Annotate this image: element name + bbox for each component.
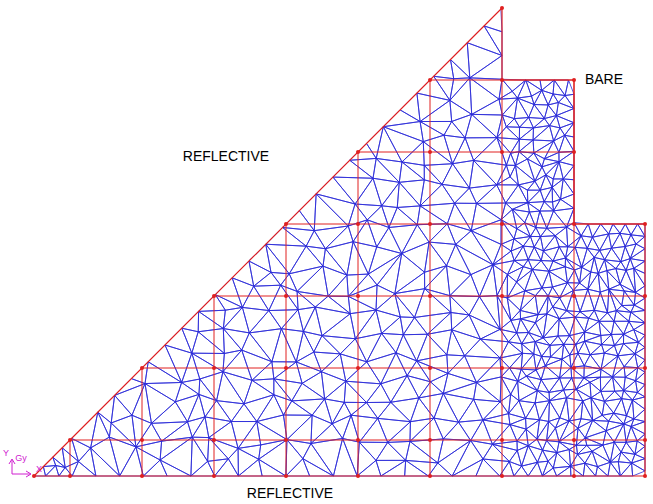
grid-node	[428, 294, 432, 298]
grid-line	[70, 440, 71, 476]
grid-node	[284, 366, 288, 370]
grid-node	[140, 366, 144, 370]
boundary-label: REFLECTIVE	[183, 149, 269, 163]
grid-node	[572, 294, 576, 298]
grid-line	[214, 296, 215, 476]
grid-node	[284, 222, 288, 226]
grid-node	[500, 222, 504, 226]
grid-node	[572, 222, 576, 226]
grid-node	[428, 366, 432, 370]
grid-node	[500, 294, 504, 298]
coarse-grid	[70, 80, 645, 476]
grid-node	[356, 474, 360, 478]
grid-node	[140, 474, 144, 478]
grid-line	[142, 368, 645, 369]
grid-node	[356, 222, 360, 226]
grid-line	[358, 152, 574, 153]
grid-node	[500, 6, 504, 10]
grid-line	[142, 368, 143, 476]
grid-nodes	[32, 6, 647, 478]
grid-node	[356, 294, 360, 298]
grid-node	[284, 294, 288, 298]
grid-node	[643, 474, 647, 478]
grid-node	[643, 222, 647, 226]
grid-node	[212, 474, 216, 478]
grid-node	[428, 222, 432, 226]
grid-node	[428, 474, 432, 478]
grid-line	[502, 80, 503, 476]
grid-node	[212, 366, 216, 370]
grid-node	[572, 150, 576, 154]
grid-node	[428, 438, 432, 442]
grid-node	[68, 438, 72, 442]
axis-label: Gy	[15, 454, 27, 463]
boundary-label: BARE	[585, 72, 623, 86]
grid-node	[500, 438, 504, 442]
grid-node	[572, 366, 576, 370]
grid-node	[643, 366, 647, 370]
boundary-label: REFLECTIVE	[247, 486, 333, 500]
grid-node	[356, 366, 360, 370]
grid-line	[430, 80, 431, 476]
grid-node	[284, 474, 288, 478]
grid-node	[643, 294, 647, 298]
grid-node	[428, 78, 432, 82]
grid-node	[500, 78, 504, 82]
grid-node	[212, 294, 216, 298]
grid-node	[572, 474, 576, 478]
grid-node	[32, 474, 36, 478]
grid-node	[356, 150, 360, 154]
region-outline	[34, 8, 645, 476]
grid-node	[572, 78, 576, 82]
grid-node	[500, 150, 504, 154]
grid-node	[68, 474, 72, 478]
axis-label: Y	[3, 449, 9, 458]
grid-node	[284, 438, 288, 442]
grid-node	[500, 366, 504, 370]
grid-node	[140, 438, 144, 442]
grid-node	[572, 438, 576, 442]
triangle-mesh	[34, 9, 645, 476]
grid-node	[428, 150, 432, 154]
grid-node	[643, 438, 647, 442]
grid-node	[212, 438, 216, 442]
axis-label: X	[36, 465, 42, 474]
grid-node	[356, 438, 360, 442]
grid-line	[358, 152, 359, 476]
grid-node	[500, 474, 504, 478]
